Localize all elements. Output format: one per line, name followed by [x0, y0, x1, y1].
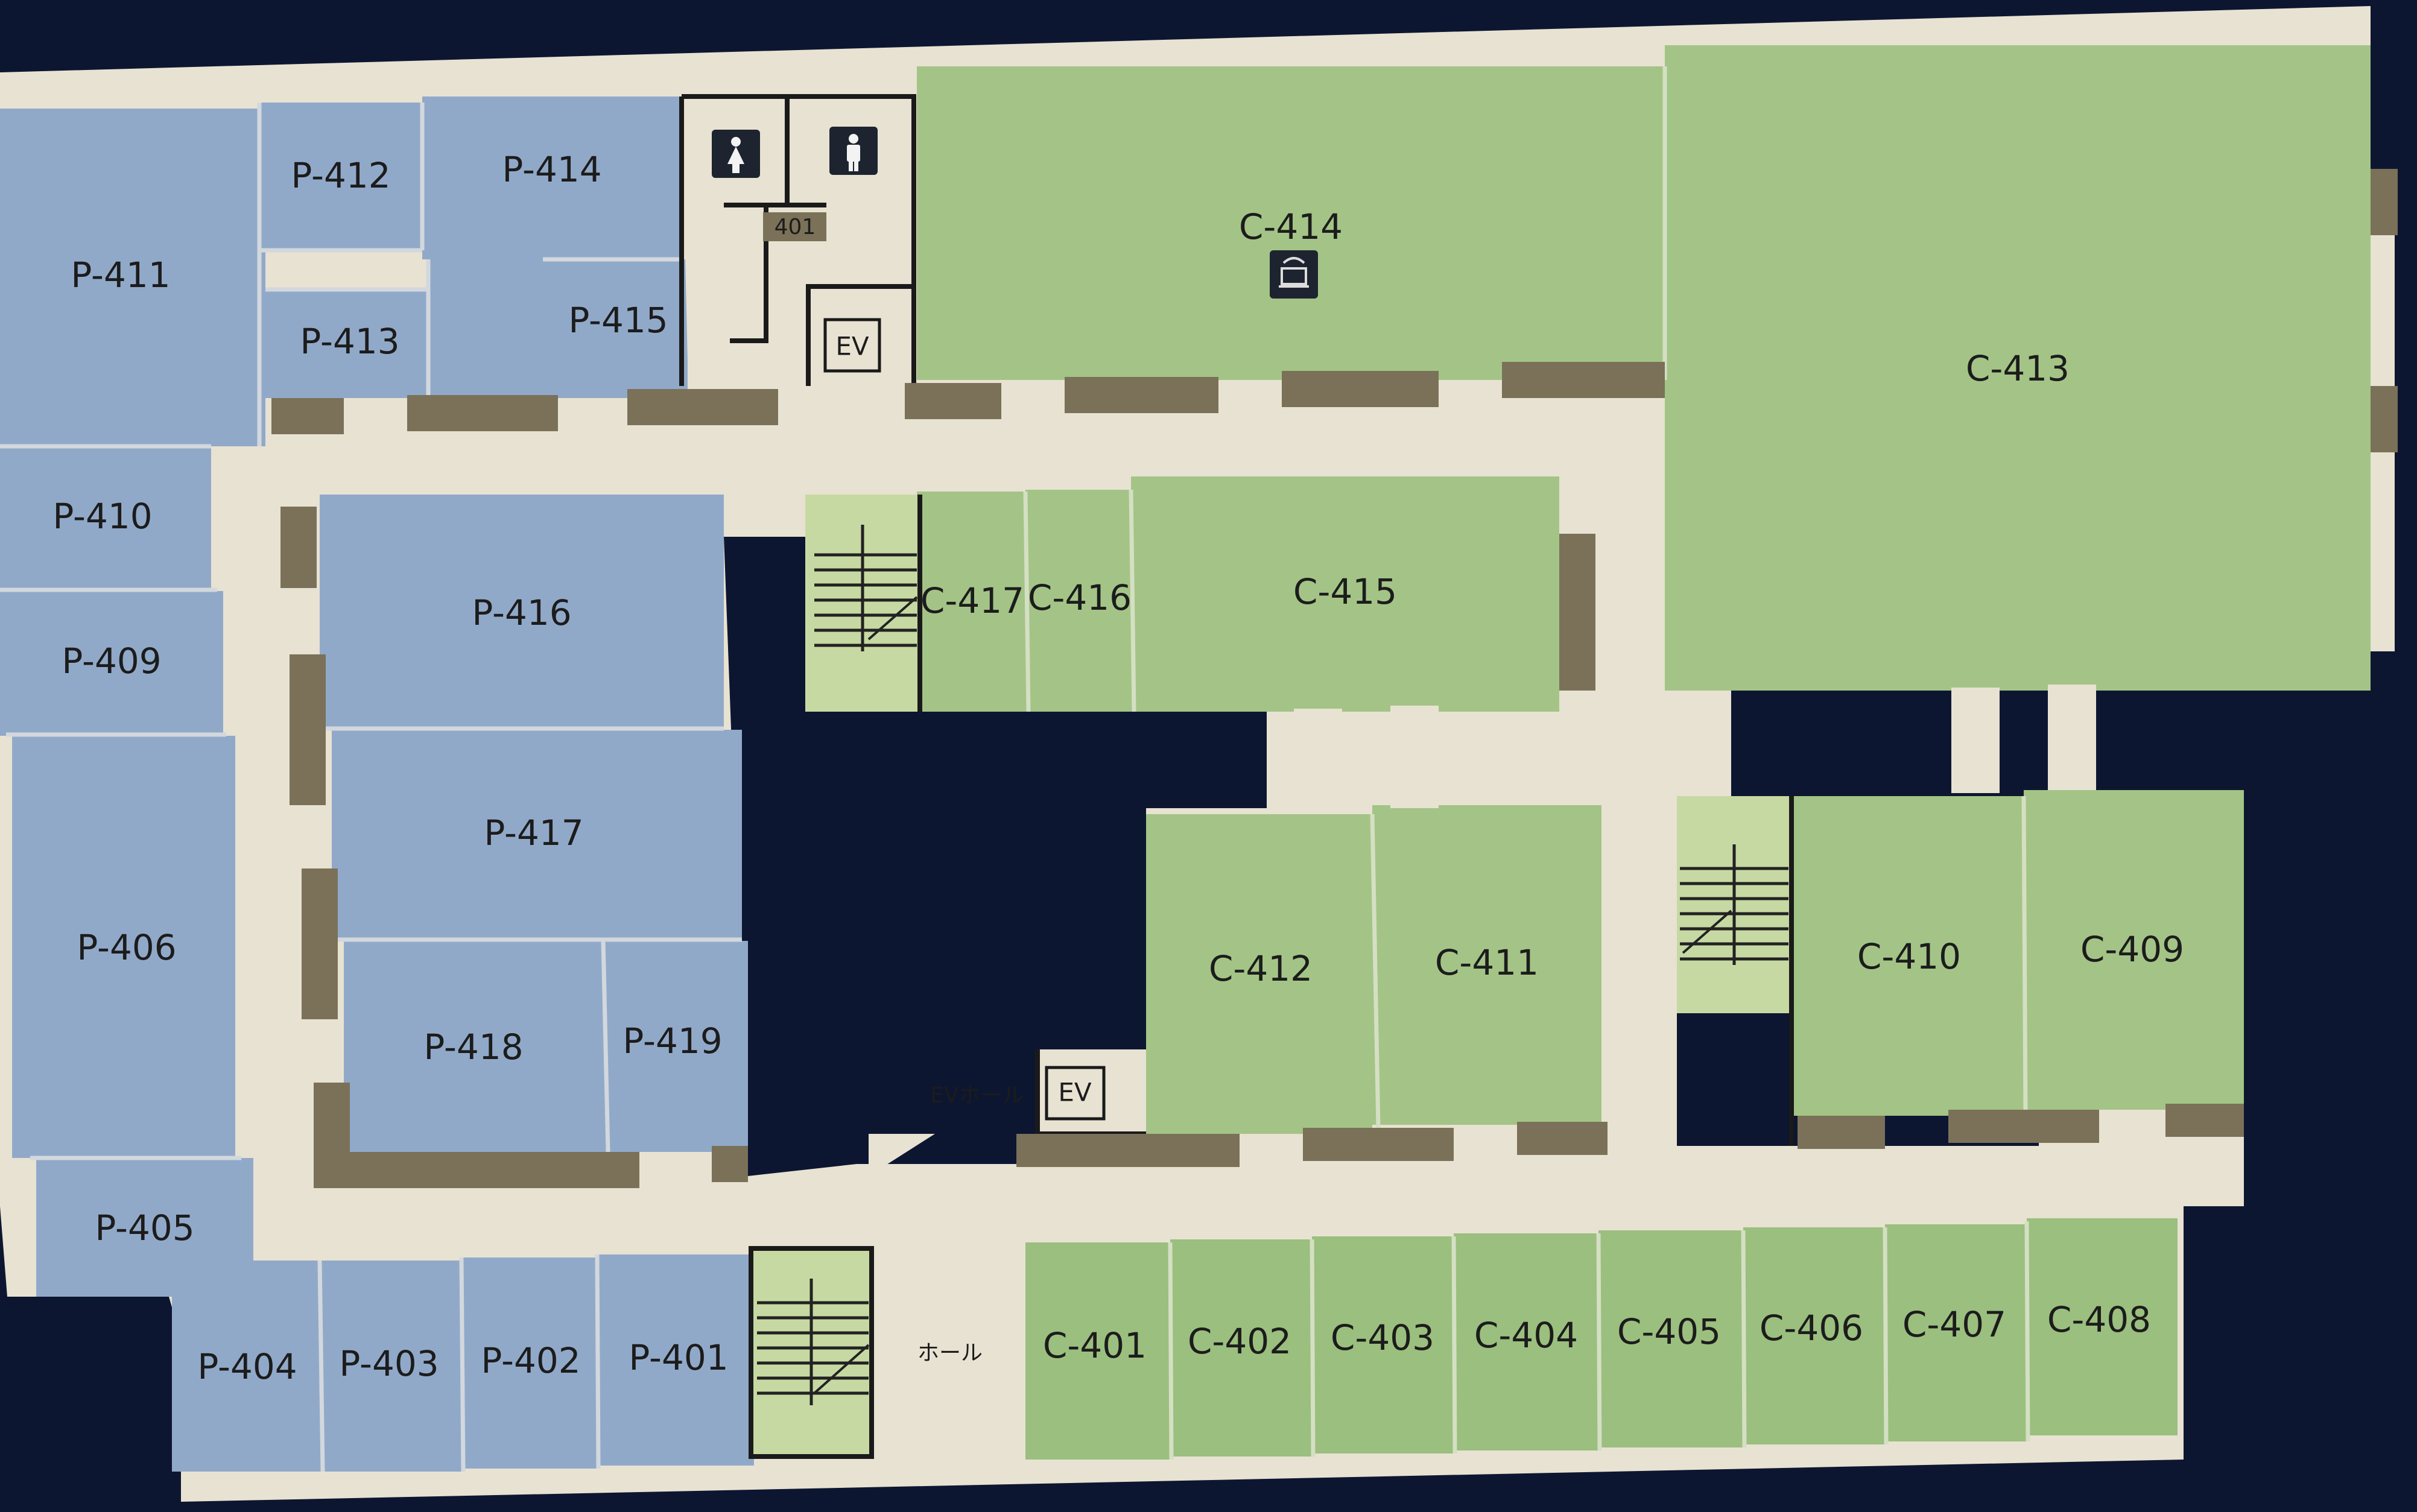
ev-mid-label: EV: [1058, 1078, 1092, 1107]
label-p-402: P-402: [481, 1340, 580, 1381]
room-c-414[interactable]: [917, 66, 1665, 380]
label-c-403: C-403: [1331, 1317, 1434, 1358]
c-wing: [917, 45, 2371, 1460]
room-p-416[interactable]: [320, 495, 724, 730]
label-p-401: P-401: [629, 1337, 728, 1378]
room-c-411[interactable]: [1372, 805, 1601, 1125]
room-c-409[interactable]: [2024, 790, 2244, 1110]
label-p-416: P-416: [472, 592, 571, 633]
label-p-417: P-417: [484, 812, 583, 853]
ev-top-label: EV: [835, 332, 869, 361]
male-restroom-icon[interactable]: [829, 127, 878, 175]
label-c-404: C-404: [1474, 1315, 1578, 1356]
label-c-417: C-417: [920, 580, 1024, 621]
room-p-417[interactable]: [332, 730, 742, 941]
room-p-419[interactable]: [603, 941, 748, 1152]
label-c-401: C-401: [1043, 1325, 1147, 1366]
room-p-403[interactable]: [320, 1261, 461, 1472]
room-c-406[interactable]: [1743, 1227, 1885, 1444]
room-c-403[interactable]: [1312, 1236, 1454, 1453]
room-c-416[interactable]: [1025, 490, 1131, 712]
room-c-415[interactable]: [1131, 476, 1559, 712]
room-c-417[interactable]: [917, 492, 1025, 712]
label-c-408: C-408: [2047, 1299, 2151, 1340]
label-c-411: C-411: [1435, 942, 1539, 983]
label-p-412: P-412: [291, 155, 390, 196]
wall-strips: [271, 169, 2398, 1188]
room-c-407[interactable]: [1885, 1224, 2027, 1441]
room-p-402[interactable]: [461, 1257, 597, 1469]
label-c-402: C-402: [1188, 1321, 1291, 1362]
label-c-415: C-415: [1293, 571, 1397, 612]
label-c-410: C-410: [1857, 936, 1961, 977]
ev-hall-label: EVホール: [930, 1083, 1024, 1108]
label-p-411: P-411: [71, 255, 170, 296]
room-p-414[interactable]: [422, 96, 682, 259]
label-c-405: C-405: [1617, 1311, 1721, 1352]
room-p-415[interactable]: [428, 259, 688, 398]
female-restroom-icon[interactable]: [712, 130, 760, 178]
stairwell-right: [1677, 796, 1794, 1146]
room-c-402[interactable]: [1170, 1239, 1312, 1457]
label-c-414: C-414: [1239, 206, 1343, 247]
label-c-406: C-406: [1760, 1308, 1863, 1349]
room-p-409[interactable]: [0, 591, 223, 736]
room-p-413[interactable]: [265, 289, 428, 398]
c-wing-partitions: [1023, 66, 2030, 1460]
label-p-406: P-406: [77, 927, 176, 968]
label-p-405: P-405: [95, 1207, 194, 1248]
room-p-411[interactable]: [0, 109, 265, 446]
facility-labels: EVホール ホール: [917, 1083, 1024, 1365]
room-c-412[interactable]: [1146, 814, 1372, 1134]
room-p-404[interactable]: [172, 1261, 320, 1472]
room-p-418[interactable]: [344, 941, 603, 1152]
label-c-407: C-407: [1902, 1304, 2006, 1345]
label-p-414: P-414: [502, 149, 601, 190]
label-p-410: P-410: [52, 496, 152, 537]
room-p-401[interactable]: [597, 1254, 754, 1466]
label-c-412: C-412: [1209, 948, 1313, 989]
room-c-401[interactable]: [1025, 1242, 1170, 1460]
label-c-409: C-409: [2080, 929, 2184, 970]
label-p-403: P-403: [339, 1343, 439, 1384]
c-wing-labels: C-414 C-413 C-417 C-416 C-415 C-412 C-41…: [920, 206, 2184, 1366]
room-p-410[interactable]: [0, 446, 211, 591]
room-c-410[interactable]: [1791, 796, 2024, 1116]
label-c-413: C-413: [1966, 348, 2070, 389]
stairwells: [749, 495, 1794, 1459]
p-wing-labels: P-411 P-412 P-414 P-413 P-415 P-410 P-40…: [52, 149, 728, 1387]
label-p-419: P-419: [622, 1020, 722, 1061]
room-c-413[interactable]: [1665, 45, 2371, 691]
room-401-label: 401: [775, 215, 816, 239]
label-p-418: P-418: [423, 1026, 523, 1068]
stairwell-lower: [749, 1246, 874, 1459]
label-c-416: C-416: [1028, 577, 1132, 618]
room-c-404[interactable]: [1454, 1233, 1598, 1450]
computer-terminal-icon[interactable]: [1270, 250, 1318, 299]
p-wing-partitions: [0, 103, 742, 1472]
label-p-415: P-415: [568, 300, 668, 341]
corridor-connectors: [1294, 685, 2096, 811]
room-p-406[interactable]: [12, 736, 235, 1158]
room-c-405[interactable]: [1598, 1230, 1743, 1447]
stairwell-upper: [805, 495, 922, 712]
room-c-408[interactable]: [2027, 1218, 2178, 1435]
p-wing: [0, 96, 754, 1472]
label-p-413: P-413: [300, 321, 399, 362]
label-p-409: P-409: [62, 641, 161, 682]
room-p-412[interactable]: [259, 103, 422, 250]
hall-label: ホール: [917, 1341, 983, 1365]
label-p-404: P-404: [197, 1346, 297, 1387]
